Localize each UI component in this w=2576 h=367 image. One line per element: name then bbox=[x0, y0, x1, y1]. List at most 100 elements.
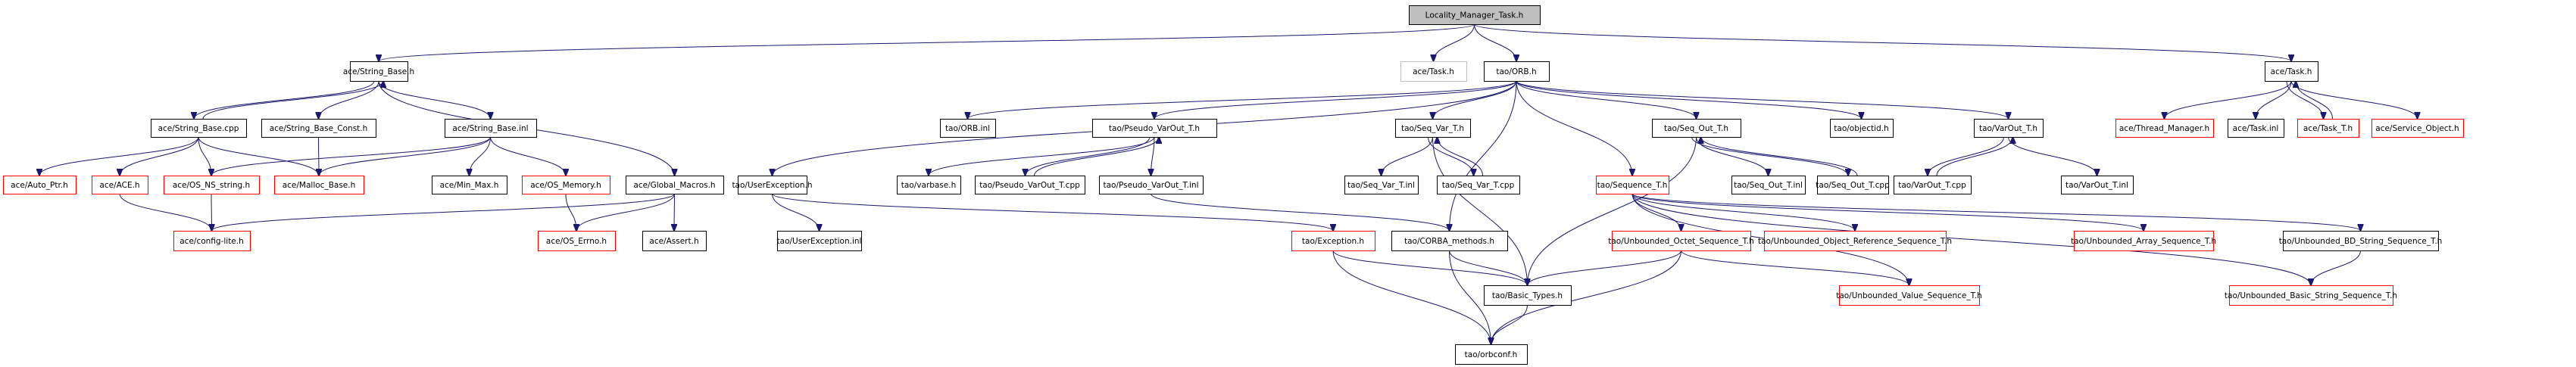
node-ub-objref-seq-h[interactable]: tao/Unbounded_Object_Reference_Sequence_… bbox=[1758, 231, 1952, 251]
node-box[interactable] bbox=[151, 119, 247, 138]
node-box[interactable] bbox=[940, 119, 996, 138]
node-config-lite-h[interactable]: ace/config-lite.h bbox=[173, 231, 251, 251]
node-thread-manager-h[interactable]: ace/Thread_Manager.h bbox=[2115, 119, 2214, 138]
node-box[interactable] bbox=[1484, 285, 1572, 306]
node-string-base-inl[interactable]: ace/String_Base.inl bbox=[445, 119, 537, 138]
node-box[interactable] bbox=[1395, 119, 1471, 138]
node-box[interactable] bbox=[164, 176, 260, 194]
node-box[interactable] bbox=[642, 231, 707, 251]
node-seq-out-inl[interactable]: tao/Seq_Out_T.inl bbox=[1731, 176, 1806, 194]
node-box[interactable] bbox=[975, 176, 1085, 194]
node-box[interactable] bbox=[1092, 119, 1217, 138]
node-box[interactable] bbox=[1455, 344, 1528, 365]
node-box[interactable] bbox=[1344, 176, 1419, 194]
node-box[interactable] bbox=[92, 176, 148, 194]
node-orb-h[interactable]: tao/ORB.h bbox=[1484, 61, 1550, 82]
node-box[interactable] bbox=[1596, 176, 1669, 194]
node-ub-array-seq-h[interactable]: tao/Unbounded_Array_Sequence_T.h bbox=[2071, 231, 2216, 251]
node-box[interactable] bbox=[1291, 231, 1375, 251]
node-seq-out-h[interactable]: tao/Seq_Out_T.h bbox=[1652, 119, 1741, 138]
node-userexception-h[interactable]: tao/UserException.h bbox=[732, 176, 813, 194]
node-box[interactable] bbox=[777, 231, 862, 251]
node-box[interactable] bbox=[1409, 5, 1541, 25]
node-box[interactable] bbox=[2228, 119, 2284, 138]
node-malloc-base-h[interactable]: ace/Malloc_Base.h bbox=[274, 176, 364, 194]
node-box[interactable] bbox=[1764, 231, 1947, 251]
node-box[interactable] bbox=[261, 119, 376, 138]
node-box[interactable] bbox=[1484, 61, 1550, 82]
node-os-ns-string-h[interactable]: ace/OS_NS_string.h bbox=[164, 176, 260, 194]
node-seq-out-cpp[interactable]: tao/Seq_Out_T.cpp bbox=[1816, 176, 1890, 194]
node-varout-cpp[interactable]: tao/VarOut_T.cpp bbox=[1894, 176, 1972, 194]
node-box[interactable] bbox=[738, 176, 807, 194]
node-orbconf-h[interactable]: tao/orbconf.h bbox=[1455, 344, 1528, 365]
node-box[interactable] bbox=[2074, 231, 2214, 251]
node-box[interactable] bbox=[538, 231, 616, 251]
node-box[interactable] bbox=[3, 176, 76, 194]
node-objectid-h[interactable]: tao/objectid.h bbox=[1830, 119, 1894, 138]
node-assert-h[interactable]: ace/Assert.h bbox=[642, 231, 707, 251]
node-userexception-inl[interactable]: tao/UserException.inl bbox=[777, 231, 862, 251]
node-corba-methods-h[interactable]: tao/CORBA_methods.h bbox=[1391, 231, 1508, 251]
node-exception-h[interactable]: tao/Exception.h bbox=[1291, 231, 1375, 251]
node-box[interactable] bbox=[1894, 176, 1972, 194]
node-box[interactable] bbox=[1830, 119, 1894, 138]
node-varbase-h[interactable]: tao/varbase.h bbox=[897, 176, 961, 194]
node-box[interactable] bbox=[2061, 176, 2134, 194]
node-box[interactable] bbox=[522, 176, 610, 194]
node-auto-ptr-h[interactable]: ace/Auto_Ptr.h bbox=[3, 176, 76, 194]
node-box[interactable] bbox=[1391, 231, 1508, 251]
node-ace-h[interactable]: ace/ACE.h bbox=[92, 176, 148, 194]
node-ub-bd-string-seq-h[interactable]: tao/Unbounded_BD_String_Sequence_T.h bbox=[2279, 231, 2443, 251]
node-box[interactable] bbox=[2115, 119, 2214, 138]
node-varout-h[interactable]: tao/VarOut_T.h bbox=[1974, 119, 2044, 138]
node-min-max-h[interactable]: ace/Min_Max.h bbox=[432, 176, 507, 194]
node-pseudo-varout-cpp[interactable]: tao/Pseudo_VarOut_T.cpp bbox=[975, 176, 1085, 194]
node-pseudo-varout-inl[interactable]: tao/Pseudo_VarOut_T.inl bbox=[1099, 176, 1204, 194]
node-box[interactable] bbox=[2265, 61, 2318, 82]
node-string-base-const-h[interactable]: ace/String_Base_Const.h bbox=[261, 119, 376, 138]
node-box[interactable] bbox=[445, 119, 537, 138]
node-box[interactable] bbox=[2229, 285, 2393, 306]
node-sequence-t-h[interactable]: tao/Sequence_T.h bbox=[1596, 176, 1669, 194]
node-seq-var-inl[interactable]: tao/Seq_Var_T.inl bbox=[1344, 176, 1419, 194]
node-box[interactable] bbox=[1099, 176, 1204, 194]
node-task-t-h[interactable]: ace/Task_T.h bbox=[2297, 119, 2359, 138]
node-os-errno-h[interactable]: ace/OS_Errno.h bbox=[538, 231, 616, 251]
node-ace-task-h[interactable]: ace/Task.h bbox=[2265, 61, 2318, 82]
node-box[interactable] bbox=[432, 176, 507, 194]
node-task-inl[interactable]: ace/Task.inl bbox=[2228, 119, 2284, 138]
node-orb-inl[interactable]: tao/ORB.inl bbox=[940, 119, 996, 138]
node-os-memory-h[interactable]: ace/OS_Memory.h bbox=[522, 176, 610, 194]
node-seq-var-cpp[interactable]: tao/Seq_Var_T.cpp bbox=[1437, 176, 1520, 194]
node-box[interactable] bbox=[1731, 176, 1806, 194]
node-box[interactable] bbox=[274, 176, 364, 194]
node-ace-task-h-ext[interactable]: ace/Task.h bbox=[1400, 61, 1467, 82]
node-box[interactable] bbox=[1437, 176, 1520, 194]
node-box[interactable] bbox=[2283, 231, 2439, 251]
node-box[interactable] bbox=[1400, 61, 1467, 82]
node-box[interactable] bbox=[2297, 119, 2359, 138]
node-ub-value-seq-h[interactable]: tao/Unbounded_Value_Sequence_T.h bbox=[1836, 285, 1982, 306]
node-basic-types-h[interactable]: tao/Basic_Types.h bbox=[1484, 285, 1572, 306]
node-string-base-cpp[interactable]: ace/String_Base.cpp bbox=[151, 119, 247, 138]
node-box[interactable] bbox=[350, 61, 408, 82]
node-ub-octet-seq-h[interactable]: tao/Unbounded_Octet_Sequence_T.h bbox=[1608, 231, 1754, 251]
node-box[interactable] bbox=[897, 176, 961, 194]
node-box[interactable] bbox=[1839, 285, 1980, 306]
node-box[interactable] bbox=[1817, 176, 1889, 194]
node-box[interactable] bbox=[1974, 119, 2044, 138]
node-box[interactable] bbox=[626, 176, 724, 194]
node-box[interactable] bbox=[173, 231, 251, 251]
node-global-macros-h[interactable]: ace/Global_Macros.h bbox=[626, 176, 724, 194]
node-pseudo-varout-h[interactable]: tao/Pseudo_VarOut_T.h bbox=[1092, 119, 1217, 138]
node-string-base-h[interactable]: ace/String_Base.h bbox=[343, 61, 414, 82]
node-root[interactable]: Locality_Manager_Task.h bbox=[1409, 5, 1541, 25]
node-box[interactable] bbox=[2371, 119, 2464, 138]
node-varout-inl[interactable]: tao/VarOut_T.inl bbox=[2061, 176, 2134, 194]
node-box[interactable] bbox=[1652, 119, 1741, 138]
node-seq-var-h[interactable]: tao/Seq_Var_T.h bbox=[1395, 119, 1471, 138]
node-service-object-h[interactable]: ace/Service_Object.h bbox=[2371, 119, 2464, 138]
node-ub-basic-string-seq-h[interactable]: tao/Unbounded_Basic_String_Sequence_T.h bbox=[2225, 285, 2397, 306]
node-box[interactable] bbox=[1612, 231, 1751, 251]
